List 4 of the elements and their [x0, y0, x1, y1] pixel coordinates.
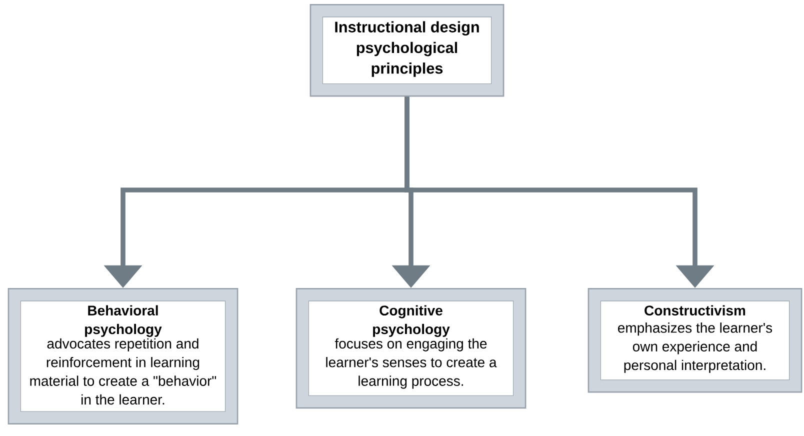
- topic-box: Instructional design psychological principles: [310, 4, 504, 97]
- category-box: Cognitive psychology focuses on engaging the learner's senses to create a learning process.: [296, 288, 526, 409]
- category-box: Behavioral psychology advocates repetition and reinforcement in learning material to create a "behavior" in the learner.: [8, 288, 238, 424]
- category-box: Constructivism emphasizes the learner's own experience and personal interpretation.: [588, 288, 802, 393]
